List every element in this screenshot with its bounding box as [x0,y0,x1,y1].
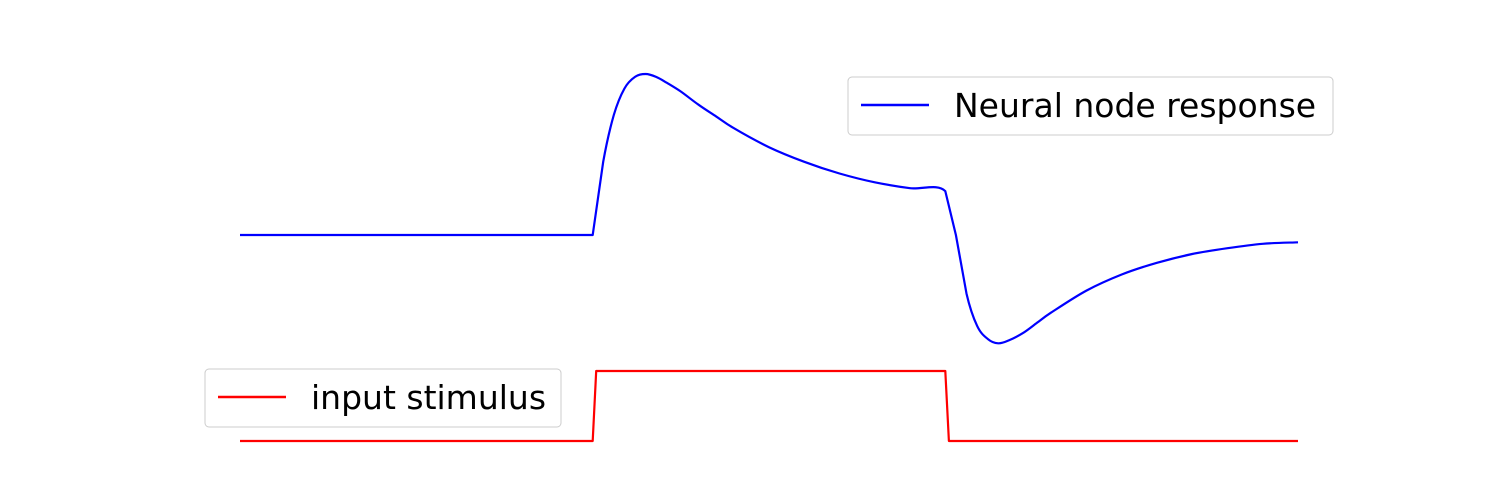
stimulus-line [240,369,1298,443]
legend-stimulus: input stimulus [204,368,562,428]
legend-response-label: Neural node response [954,86,1316,125]
legend-response: Neural node response [847,76,1334,136]
legend-stimulus-label: input stimulus [311,378,546,417]
series-layer [240,72,1299,443]
legend-response-box [847,76,1334,136]
response-line [240,72,1299,345]
legend-stimulus-box [204,368,562,428]
